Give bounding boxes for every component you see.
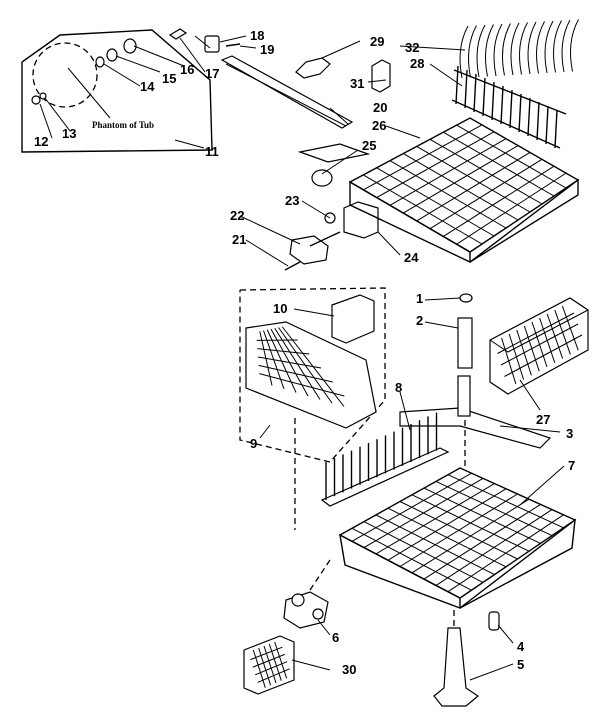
callout-11: 11 xyxy=(205,144,219,159)
part-18-rail-stop xyxy=(204,35,220,53)
callout-20: 20 xyxy=(373,100,387,115)
callout-5: 5 xyxy=(517,657,524,672)
lower-parts-group xyxy=(243,559,500,707)
callout-27: 27 xyxy=(536,412,550,427)
wheel-group xyxy=(284,143,379,271)
part-2-tube xyxy=(457,317,473,369)
leader-lines xyxy=(39,35,565,681)
callout-24: 24 xyxy=(404,250,419,265)
part-21-screw xyxy=(284,261,301,271)
callout-28: 28 xyxy=(410,56,424,71)
part-16-spacer xyxy=(123,38,137,54)
callout-4: 4 xyxy=(517,639,525,654)
part-9-shield xyxy=(245,321,377,429)
callout-6: 6 xyxy=(332,630,339,645)
part-1-cap xyxy=(459,293,473,303)
callout-14: 14 xyxy=(140,79,155,94)
part-12-nut xyxy=(31,95,41,105)
part-3-spray-arm xyxy=(399,407,552,449)
callout-29: 29 xyxy=(370,34,384,49)
upper-rack xyxy=(348,117,580,264)
part-15-bushing xyxy=(106,48,118,62)
part-20-rail xyxy=(220,55,354,129)
part-25-track xyxy=(297,143,371,163)
callout-18: 18 xyxy=(250,28,264,43)
part-31-stop xyxy=(371,59,391,93)
part-24-bracket xyxy=(343,201,379,239)
callout-16: 16 xyxy=(180,62,194,77)
callout-19: 19 xyxy=(260,42,274,57)
spray-arm-group xyxy=(399,293,552,470)
part-19-screw xyxy=(225,43,241,47)
lower-tines-row-8 xyxy=(320,412,450,507)
shield-group xyxy=(239,287,386,530)
callout-30: 30 xyxy=(342,662,356,677)
callout-26: 26 xyxy=(372,118,386,133)
upper-tines-row xyxy=(451,19,579,149)
part-3-hub xyxy=(457,375,471,417)
part-13-washer xyxy=(39,92,47,100)
callout-3: 3 xyxy=(566,426,573,441)
part-10-divider xyxy=(331,294,375,344)
tub-phantom-group: Phantom of Tub xyxy=(21,28,213,153)
part-30-basket xyxy=(243,635,295,695)
tub-phantom-caption: Phantom of Tub xyxy=(92,120,154,130)
callout-23: 23 xyxy=(285,193,299,208)
part-22-clip xyxy=(289,235,329,265)
clip-group xyxy=(295,57,391,93)
callout-21: 21 xyxy=(232,232,246,247)
callout-13: 13 xyxy=(62,126,76,141)
part-4-stud xyxy=(488,611,500,631)
callout-2: 2 xyxy=(416,313,423,328)
callout-22: 22 xyxy=(230,208,244,223)
callout-17: 17 xyxy=(205,66,219,81)
callout-1: 1 xyxy=(416,291,423,306)
rail-group xyxy=(204,35,354,129)
callout-12: 12 xyxy=(34,134,48,149)
callout-15: 15 xyxy=(162,71,176,86)
callout-31: 31 xyxy=(350,76,364,91)
silverware-basket-27 xyxy=(489,297,589,395)
callout-9: 9 xyxy=(250,436,257,451)
part-17-screw xyxy=(168,28,188,40)
callout-32: 32 xyxy=(405,40,419,55)
part-5-feed-tube xyxy=(433,627,480,707)
callout-7: 7 xyxy=(568,458,575,473)
lower-rack xyxy=(338,467,577,610)
callout-10: 10 xyxy=(273,301,287,316)
part-25-wheel xyxy=(311,169,333,187)
callout-8: 8 xyxy=(395,380,402,395)
callout-25: 25 xyxy=(362,138,376,153)
part-29-clip xyxy=(295,57,331,79)
part-14-washer xyxy=(95,56,105,68)
callout-numbers: 1 2 3 4 5 6 7 8 9 10 11 12 13 14 15 16 1… xyxy=(34,28,575,677)
